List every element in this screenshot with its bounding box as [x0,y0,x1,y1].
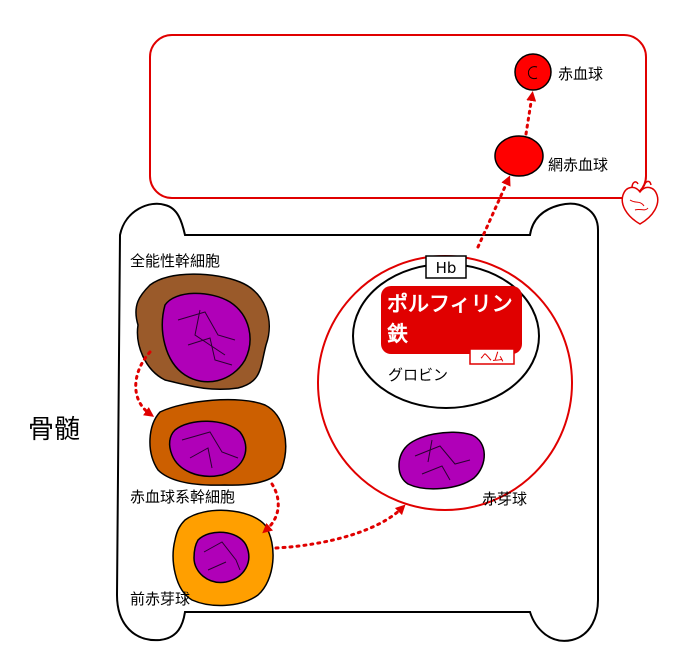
bone-marrow-label: 骨髄 [28,415,80,445]
erythroblast-label: 赤芽球 [482,490,527,508]
proerythroblast-label: 前赤芽球 [130,590,190,608]
proerythroblast-nucleus [194,532,249,582]
hsc-label: 全能性幹細胞 [130,252,220,270]
porphyrin-label: ポルフィリン [387,292,513,316]
heme-label: ヘム [480,350,504,364]
iron-label: 鉄 [387,322,408,346]
erythroid-progenitor-label: 赤血球系幹細胞 [130,488,235,506]
erythrocyte-label: 赤血球 [558,65,603,83]
reticulocyte-label: 網赤血球 [548,156,608,174]
erythroid-progenitor-cell [150,400,286,485]
hsc-cell [136,274,269,389]
erythrocyte-cell [515,54,551,90]
globin-label: グロビン [388,366,448,384]
reticulocyte-cell [495,136,543,176]
hb-label: Hb [436,259,457,277]
